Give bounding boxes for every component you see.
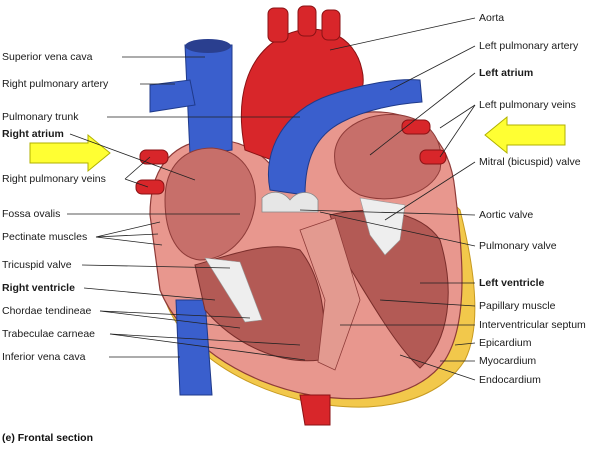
- label-right-pulmonary-artery: Right pulmonary artery: [2, 78, 109, 90]
- left-pulmonary-vein-2: [419, 149, 447, 165]
- label-right-pulmonary-veins: Right pulmonary veins: [2, 173, 106, 185]
- label-right-atrium: Right atrium: [2, 128, 64, 140]
- right-pulmonary-artery-vessel: [149, 79, 196, 113]
- label-tricuspid-valve: Tricuspid valve: [2, 259, 72, 271]
- leader-lines-right: [299, 17, 476, 381]
- leader-lines-left: [67, 56, 306, 361]
- label-inferior-vena-cava: Inferior vena cava: [2, 351, 86, 363]
- label-myocardium: Myocardium: [479, 355, 537, 367]
- label-left-atrium: Left atrium: [479, 67, 534, 79]
- label-pectinate-muscles: Pectinate muscles: [2, 231, 88, 243]
- superior-vena-cava-opening: [185, 39, 231, 53]
- label-aorta: Aorta: [479, 12, 505, 24]
- tricuspid-valve-leaflets: [204, 257, 263, 323]
- label-papillary-muscle: Papillary muscle: [479, 300, 556, 312]
- label-superior-vena-cava: Superior vena cava: [2, 51, 93, 63]
- left-pulmonary-vein-1: [401, 119, 431, 135]
- label-left-ventricle: Left ventricle: [479, 277, 545, 289]
- descending-aorta-stub: [299, 394, 331, 426]
- label-mitral-valve: Mitral (bicuspid) valve: [479, 156, 581, 168]
- label-endocardium: Endocardium: [479, 374, 541, 386]
- label-pulmonary-trunk: Pulmonary trunk: [2, 111, 79, 123]
- right-pulmonary-vein-2: [135, 179, 165, 195]
- left-blood-flow-arrow: [29, 133, 111, 173]
- label-left-pulmonary-artery: Left pulmonary artery: [479, 40, 579, 52]
- right-atrium-chamber: [164, 147, 256, 261]
- pulmonary-trunk-vessel: [268, 79, 423, 196]
- label-aortic-valve: Aortic valve: [479, 209, 534, 221]
- aortic-pulmonary-valves: [261, 191, 319, 213]
- aorta-branch-1: [267, 7, 289, 43]
- aorta-branch-3: [321, 9, 341, 41]
- label-right-ventricle: Right ventricle: [2, 282, 75, 294]
- interventricular-septum-wall: [299, 217, 361, 371]
- label-trabeculae-carneae: Trabeculae carneae: [2, 328, 96, 340]
- label-epicardium: Epicardium: [479, 337, 532, 349]
- label-chordae-tendineae: Chordae tendineae: [2, 305, 92, 317]
- right-pulmonary-vein-1: [139, 149, 169, 165]
- label-fossa-ovalis: Fossa ovalis: [2, 208, 61, 220]
- aorta-branch-2: [297, 5, 317, 37]
- label-left-pulmonary-veins: Left pulmonary veins: [479, 99, 576, 111]
- label-interventricular-septum: Interventricular septum: [479, 319, 586, 331]
- label-pulmonary-valve: Pulmonary valve: [479, 240, 557, 252]
- left-atrium-chamber: [334, 114, 442, 200]
- right-blood-flow-arrow: [484, 115, 566, 155]
- figure-caption: (e) Frontal section: [2, 432, 94, 444]
